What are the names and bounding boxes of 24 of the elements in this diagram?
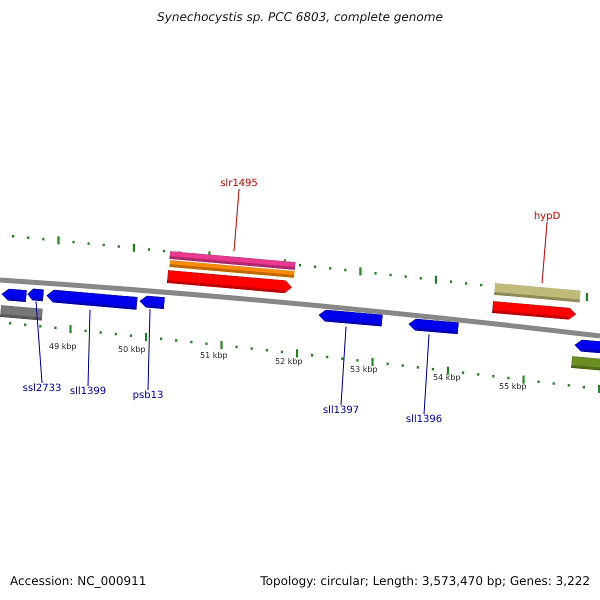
title: Synechocystis sp. PCC 6803, complete genome: [156, 10, 444, 24]
gene-label: hypD: [534, 211, 560, 222]
leader-line: [36, 300, 42, 384]
gene-label: sll1396: [406, 414, 442, 425]
leader-line: [542, 222, 548, 284]
axis-tick-label: 54 kbp: [433, 373, 461, 382]
leader-line: [340, 326, 346, 406]
axis-tick-label: 49 kbp: [49, 342, 77, 351]
gene-label: slr1495: [220, 178, 258, 189]
leader-line: [148, 308, 150, 390]
leader-line: [424, 334, 430, 414]
axis-tick-label: 51 kbp: [200, 351, 228, 360]
gene-label: sll1399: [70, 386, 106, 397]
axis-tick-label: 53 kbp: [350, 365, 378, 374]
gene-label: psb13: [132, 390, 164, 401]
footer-text: Accession: NC_000911: [10, 574, 146, 588]
axis-tick-label: 50 kbp: [118, 345, 146, 354]
leader-line: [88, 309, 90, 386]
footer-text: Topology: circular; Length: 3,573,470 bp; Genes: 3,222: [260, 574, 590, 588]
axis-tick-label: 52 kbp: [275, 357, 303, 366]
axis-tick-label: 55 kbp: [499, 382, 527, 391]
gene-label: ssl2733: [22, 383, 62, 394]
gene-label: sll1397: [322, 405, 360, 416]
leader-line: [234, 188, 240, 252]
